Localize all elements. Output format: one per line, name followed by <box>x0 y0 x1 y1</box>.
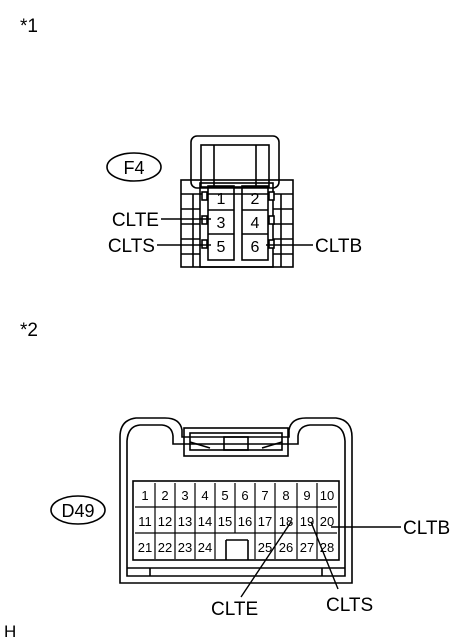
d49-pin: 9 <box>303 488 310 503</box>
d49-pin: 18 <box>279 514 293 529</box>
d49-pin: 2 <box>161 488 168 503</box>
d49-pin: 13 <box>178 514 192 529</box>
d49-pin: 11 <box>138 514 152 529</box>
f4-pin: 6 <box>251 239 260 256</box>
d49-clte-label: CLTE <box>211 599 258 620</box>
f4-pin: 2 <box>251 191 260 208</box>
d49-pin: 3 <box>181 488 188 503</box>
f4-pin: 1 <box>217 191 226 208</box>
section-label-2: *2 <box>20 320 38 341</box>
d49-pin: 7 <box>261 488 268 503</box>
d49-clts-label: CLTS <box>326 595 373 616</box>
d49-pin: 25 <box>258 540 272 555</box>
f4-pin: 5 <box>217 239 226 256</box>
d49-pin: 14 <box>198 514 212 529</box>
d49-pin: 19 <box>300 514 314 529</box>
d49-pin: 8 <box>282 488 289 503</box>
d49-pin: 17 <box>258 514 272 529</box>
d49-pin: 26 <box>279 540 293 555</box>
d49-id-label: D49 <box>61 501 94 521</box>
f4-clte-label: CLTE <box>112 210 159 231</box>
f4-pin-numbers: 1 2 3 4 5 6 <box>217 191 260 256</box>
d49-pin: 4 <box>201 488 208 503</box>
d49-pin: 6 <box>241 488 248 503</box>
d49-pin: 21 <box>138 540 152 555</box>
d49-id-oval <box>50 495 106 525</box>
f4-pin: 3 <box>217 215 226 232</box>
f4-pin: 4 <box>251 215 260 232</box>
section-label-1: *1 <box>20 16 38 37</box>
d49-pin: 22 <box>158 540 172 555</box>
f4-id-label: F4 <box>123 158 144 178</box>
connector-f4 <box>180 135 294 268</box>
f4-leader-lines <box>157 218 313 246</box>
f4-clts-label: CLTS <box>108 236 155 257</box>
f4-cltb-label: CLTB <box>315 236 362 257</box>
d49-pin: 27 <box>300 540 314 555</box>
connector-d49 <box>119 417 353 584</box>
d49-pin: 5 <box>221 488 228 503</box>
d49-pin: 10 <box>320 488 334 503</box>
f4-id-oval <box>106 152 162 182</box>
d49-pin: 23 <box>178 540 192 555</box>
d49-pin: 15 <box>218 514 232 529</box>
d49-pin: 20 <box>320 514 334 529</box>
d49-pin: 24 <box>198 540 212 555</box>
d49-cltb-label: CLTB <box>403 518 450 539</box>
footer-label: H <box>4 622 16 641</box>
d49-pin: 1 <box>141 488 148 503</box>
d49-pin-numbers: 1 2 3 4 5 6 7 8 9 10 11 12 13 14 15 16 1… <box>138 488 334 555</box>
d49-pin: 12 <box>158 514 172 529</box>
d49-pin: 16 <box>238 514 252 529</box>
d49-leader-lines <box>240 521 401 598</box>
